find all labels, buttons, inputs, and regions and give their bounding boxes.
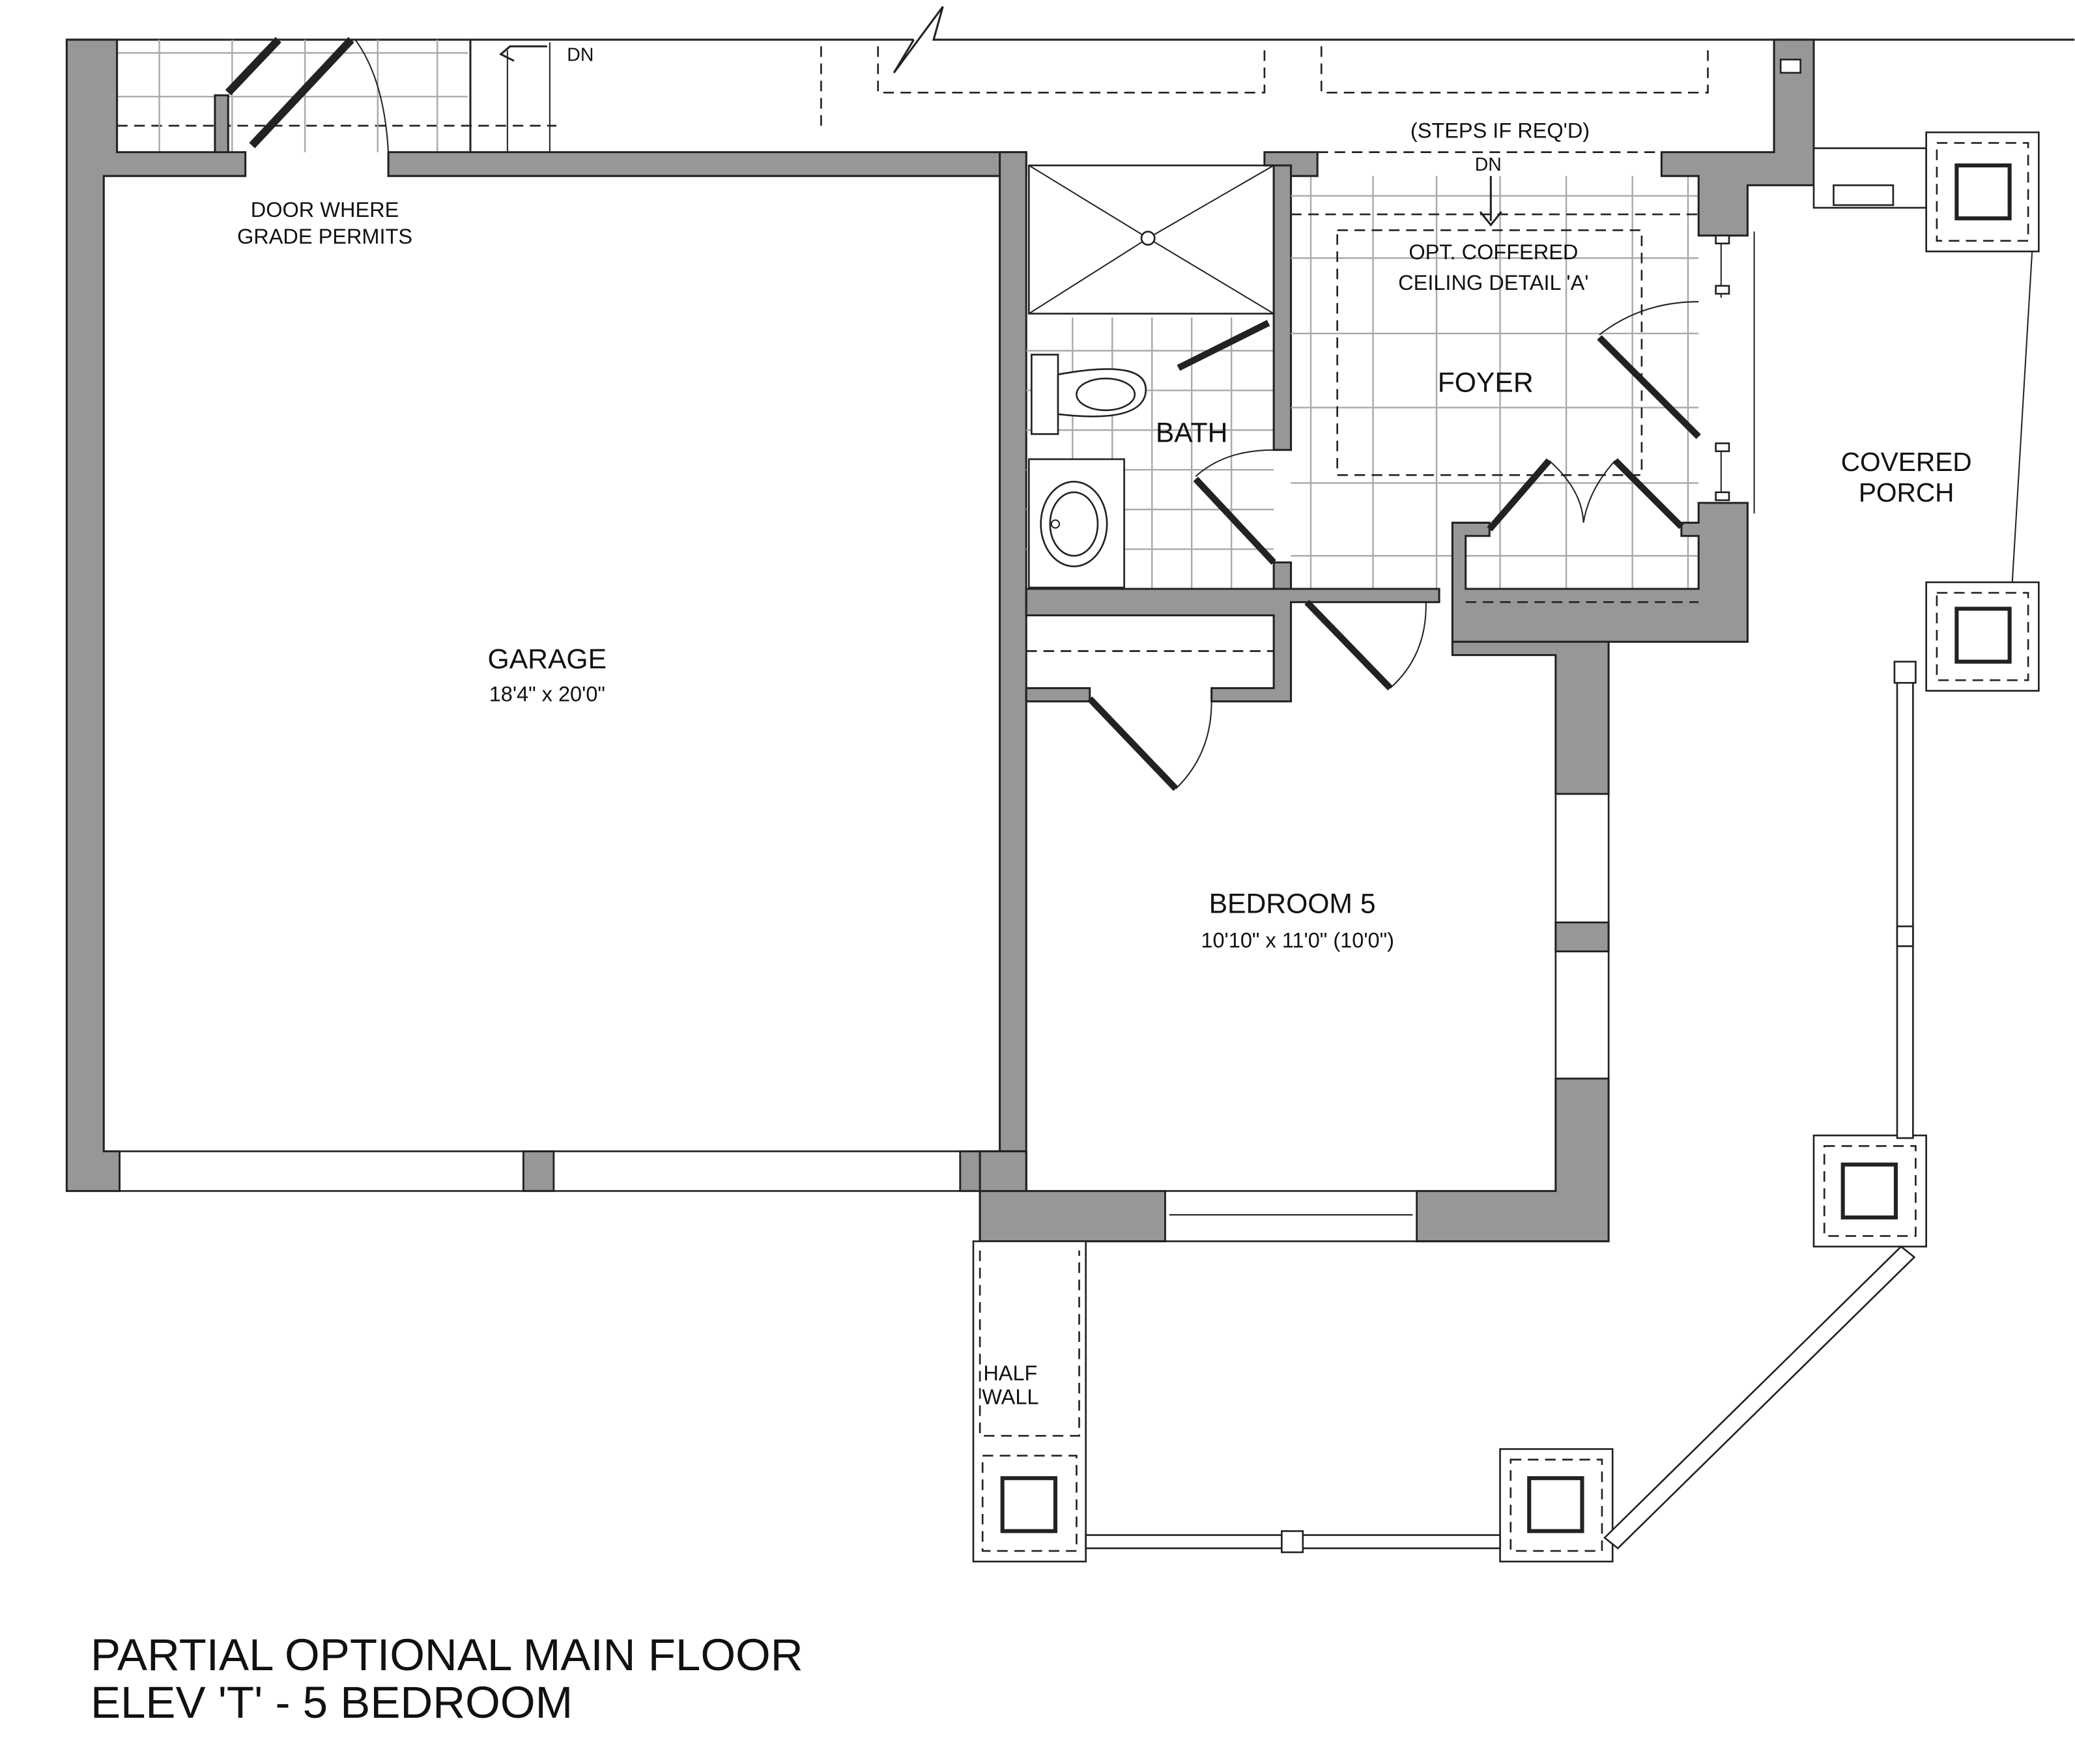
porch-label-line2: PORCH — [1859, 477, 1954, 507]
garage-dimensions: 18'4" x 20'0" — [489, 683, 605, 706]
railing — [1896, 667, 1914, 1139]
coffered-note-line1: OPT. COFFERED — [1409, 240, 1578, 264]
window — [1554, 950, 1610, 1079]
sink-icon — [1027, 458, 1125, 589]
bath-label: BATH — [1156, 418, 1228, 449]
porch-column — [1925, 581, 2040, 692]
plan-title-line2: ELEV 'T' - 5 BEDROOM — [91, 1677, 573, 1728]
garage-label: GARAGE — [488, 644, 607, 675]
railing — [1603, 1245, 1916, 1550]
drain-icon — [1140, 231, 1156, 246]
door-note-line1: DOOR WHERE — [251, 198, 399, 221]
porch-column — [1812, 1134, 1927, 1248]
porch-column — [981, 1455, 1078, 1552]
dn-foyer-label: DN — [1475, 154, 1502, 175]
plan-title-line1: PARTIAL OPTIONAL MAIN FLOOR — [91, 1629, 803, 1680]
stair-tiles — [117, 39, 468, 152]
window — [1164, 1190, 1418, 1242]
bath-area — [1026, 164, 1293, 590]
foyer-label: FOYER — [1438, 367, 1534, 398]
dn-top-label: DN — [567, 44, 594, 65]
window — [1554, 793, 1610, 924]
door-note-line2: GRADE PERMITS — [237, 225, 412, 248]
steps-note: (STEPS IF REQ'D) — [1410, 119, 1590, 142]
half-wall-label-line1: HALF — [983, 1361, 1037, 1385]
porch-column — [1499, 1448, 1614, 1563]
toilet-icon — [1031, 354, 1147, 435]
porch-column — [1925, 131, 2040, 253]
half-wall-label-line2: WALL — [982, 1385, 1038, 1408]
porch — [972, 131, 2040, 1563]
coffered-ceiling-outline — [1336, 229, 1643, 476]
bedroom-area — [979, 588, 1610, 1243]
dn-arrow-icon — [1479, 176, 1502, 227]
foyer-area — [1263, 38, 1815, 643]
bedroom-label: BEDROOM 5 — [1209, 889, 1376, 920]
garage-walls — [65, 38, 1027, 1243]
garage-doors — [119, 1150, 961, 1192]
coffered-note-line2: CEILING DETAIL 'A' — [1398, 271, 1588, 294]
upper-floor-context — [66, 6, 2075, 156]
foyer-tiles — [1291, 176, 1699, 590]
bedroom-dimensions: 10'10" x 11'0" (10'0") — [1201, 929, 1394, 952]
porch-label-line1: COVERED — [1841, 447, 1972, 477]
